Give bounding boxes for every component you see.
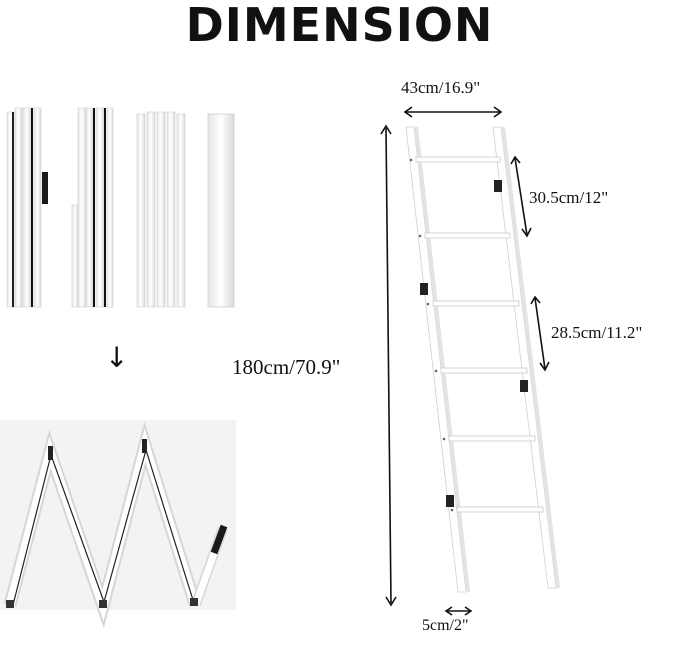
rung-spacing-middle-head-lower — [539, 361, 550, 372]
width-arrow-head-left — [403, 106, 413, 118]
rung-spacing-top-head-upper — [510, 155, 521, 165]
rung-spacing-middle-head-upper — [530, 295, 541, 305]
width-arrow-head-right — [493, 106, 503, 118]
height-arrow — [385, 127, 392, 604]
board-panel — [207, 113, 235, 308]
rung-spacing-middle-arrow — [534, 297, 546, 370]
assembled-ladder — [405, 126, 560, 593]
folded-ladder — [0, 420, 236, 629]
width-label: 43cm/16.9" — [401, 78, 481, 97]
page-title: DIMENSION — [185, 0, 494, 52]
rail-set-left — [6, 107, 48, 308]
rung-spacing-middle-label: 28.5cm/11.2" — [551, 323, 643, 342]
depth-arrow-head-right — [464, 606, 473, 616]
rung-spacing-top-label: 30.5cm/12" — [529, 188, 609, 207]
rail-set-middle — [71, 107, 114, 308]
rung-spacing-top-head-lower — [521, 227, 532, 238]
height-label: 180cm/70.9" — [232, 355, 341, 379]
height-arrow-head-bottom — [385, 596, 397, 607]
arrow-down-icon: ↓ — [105, 341, 129, 374]
dimension-arrows — [380, 106, 550, 616]
depth-label: 5cm/2" — [422, 617, 469, 634]
rung-set — [136, 111, 186, 308]
rung-spacing-top-arrow — [514, 157, 528, 236]
depth-arrow-head-left — [444, 606, 453, 616]
height-arrow-head-top — [380, 124, 392, 135]
